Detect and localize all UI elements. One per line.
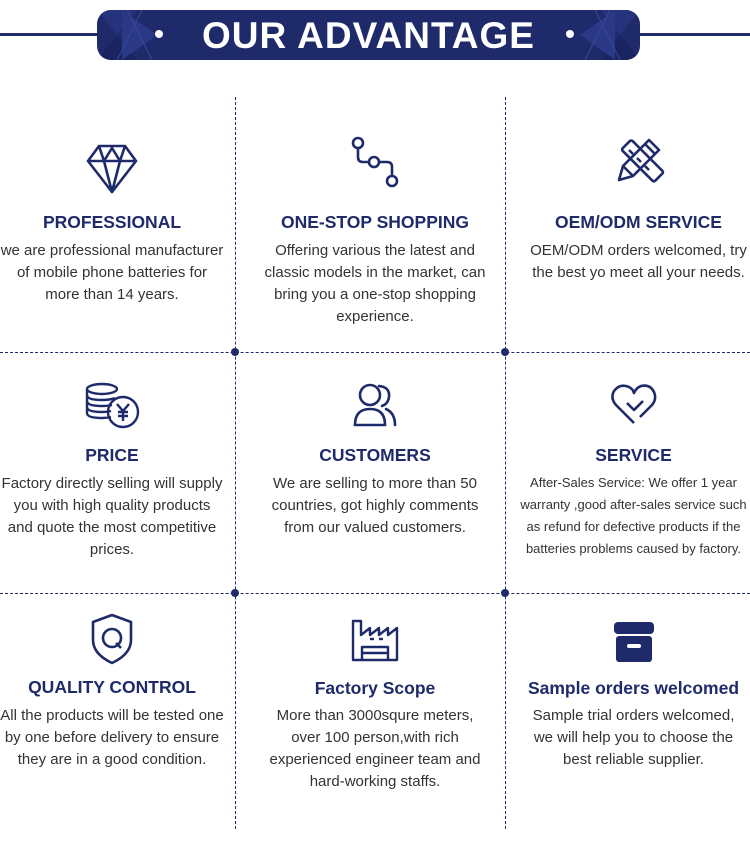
grid-node [231, 348, 239, 356]
banner-dot-right [566, 30, 574, 38]
card-title: PRICE [85, 445, 139, 465]
advantage-card-customers: CUSTOMERS We are selling to more than 50… [262, 0, 488, 593]
diamond-icon [86, 144, 138, 194]
grid-node [501, 348, 509, 356]
grid-divider-vertical-1 [235, 97, 236, 829]
card-text: OEM/ODM orders welcomed, try the best yo… [530, 242, 747, 281]
pencil-ruler-icon [617, 138, 664, 183]
card-title: OEM/ODM SERVICE [555, 212, 722, 232]
card-title: CUSTOMERS [319, 445, 431, 465]
shield-q-icon [91, 613, 133, 665]
card-text: More than 3000squre meters, over 100 per… [269, 707, 481, 790]
card-text: Sample trial orders welcomed, we will he… [532, 707, 735, 768]
card-title: Factory Scope [314, 678, 436, 698]
grid-divider-vertical-2 [505, 97, 506, 829]
grid-node [231, 589, 239, 597]
coins-yen-icon [85, 382, 140, 429]
header-line-right [628, 33, 750, 36]
card-text: we are professional manufacturer of mobi… [0, 242, 224, 303]
heart-icon [610, 384, 656, 424]
advantage-card-factory-scope: Factory Scope More than 3000squre meters… [262, 0, 488, 849]
advantage-card-professional: PROFESSIONAL we are professional manufac… [0, 0, 224, 352]
banner-facets-decoration [97, 10, 640, 60]
advantage-card-one-stop-shopping: ONE-STOP SHOPPING Offering various the l… [262, 0, 488, 352]
advantage-card-price: PRICE Factory directly selling will supp… [0, 0, 224, 593]
card-title: Sample orders welcomed [527, 678, 740, 698]
advantage-card-service: SERVICE After-Sales Service: We offer 1 … [517, 0, 750, 593]
factory-icon [351, 619, 399, 662]
grid-node [501, 589, 509, 597]
card-text: We are selling to more than 50 countries… [271, 475, 479, 536]
grid-divider-horizontal-2 [0, 593, 750, 594]
card-title: ONE-STOP SHOPPING [280, 212, 469, 232]
card-title: SERVICE [595, 445, 672, 465]
card-title: QUALITY CONTROL [28, 677, 196, 697]
header-line-left [0, 33, 110, 36]
advantage-card-quality-control: QUALITY CONTROL All the products will be… [0, 0, 224, 849]
route-icon [351, 136, 399, 188]
archive-box-icon [613, 622, 654, 662]
header-banner: OUR ADVANTAGE [97, 10, 640, 60]
banner-dot-left [155, 30, 163, 38]
card-text: All the products will be tested one by o… [0, 707, 224, 768]
advantage-card-oem-odm-service: OEM/ODM SERVICE OEM/ODM orders welcomed,… [527, 0, 750, 352]
users-icon [353, 383, 397, 427]
card-text: Offering various the latest and classic … [264, 242, 486, 325]
card-text: After-Sales Service: We offer 1 year war… [520, 475, 747, 556]
card-text: Factory directly selling will supply you… [1, 475, 223, 558]
card-title: PROFESSIONAL [42, 212, 182, 232]
advantage-card-sample-orders: Sample orders welcomed Sample trial orde… [517, 0, 750, 849]
page-title: OUR ADVANTAGE [202, 15, 535, 56]
grid-divider-horizontal-1 [0, 352, 750, 353]
